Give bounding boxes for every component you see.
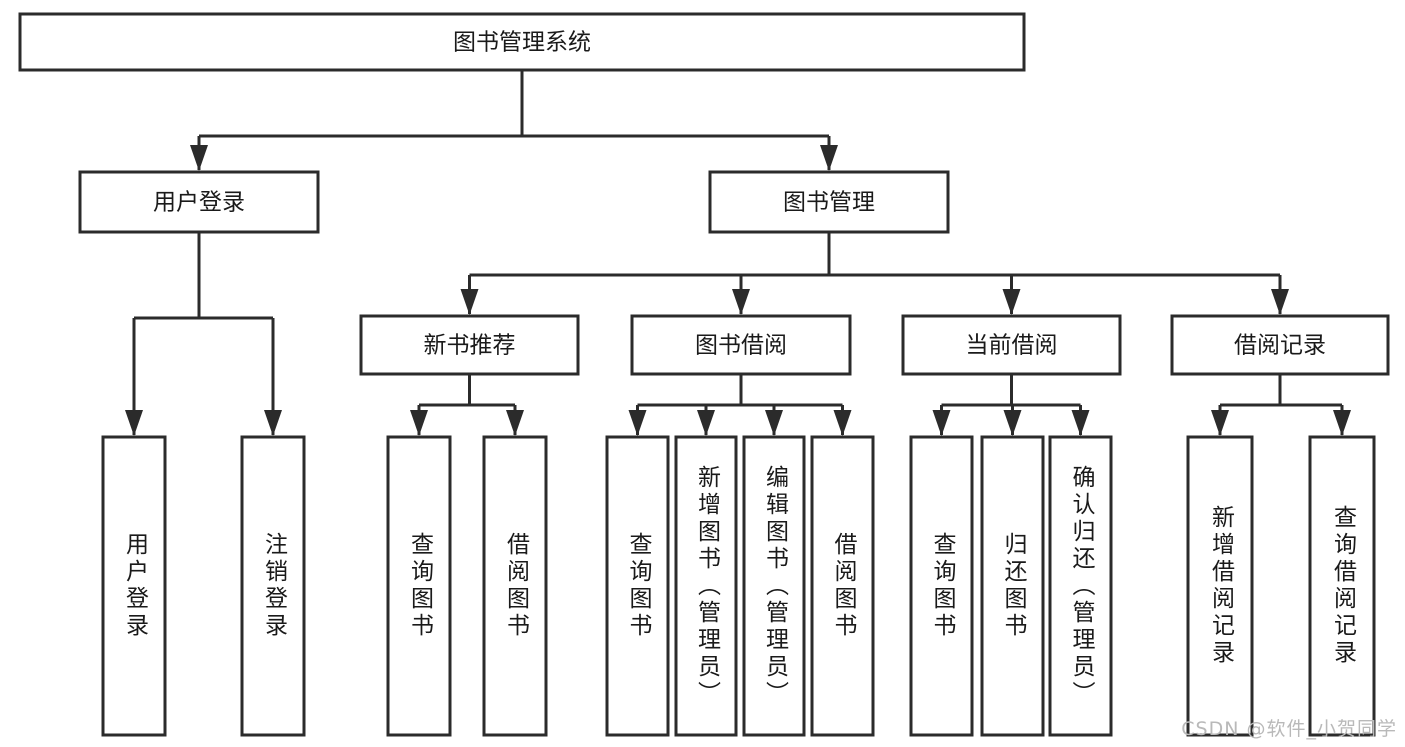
arrow-head-icon <box>765 410 783 436</box>
connector-lines <box>125 70 1351 436</box>
level2-node-box[interactable] <box>708 170 950 234</box>
arrow-head-icon <box>732 289 750 315</box>
leaf-node-box[interactable] <box>386 435 452 737</box>
leaf-node-box[interactable] <box>1186 435 1254 737</box>
node-boxes <box>18 12 1390 737</box>
arrow-head-icon <box>1333 410 1351 436</box>
level3-node-label: 借阅记录 <box>1234 333 1326 359</box>
root-node-box[interactable] <box>18 12 1026 72</box>
level3-node-box[interactable] <box>901 314 1122 376</box>
leaf-node-box[interactable] <box>101 435 167 737</box>
level3-node-label: 图书借阅 <box>695 333 787 359</box>
level2-node-label: 图书管理 <box>783 190 875 216</box>
leaf-node-box[interactable] <box>482 435 548 737</box>
arrow-head-icon <box>1211 410 1229 436</box>
arrow-head-icon <box>460 289 479 315</box>
leaf-node-box[interactable] <box>1308 435 1376 737</box>
arrow-head-icon <box>628 410 647 436</box>
arrow-head-icon <box>1271 289 1289 315</box>
arrow-head-icon <box>833 410 852 436</box>
arrow-head-icon <box>125 410 143 436</box>
arrow-head-icon <box>932 410 951 436</box>
level3-node-label: 新书推荐 <box>424 333 516 359</box>
arrow-head-icon <box>506 410 524 436</box>
level3-node-box[interactable] <box>359 314 580 376</box>
watermark-credit: CSDN @软件_小贺同学 <box>1181 718 1397 740</box>
level3-node-box[interactable] <box>630 314 852 376</box>
arrow-head-icon <box>820 145 838 171</box>
level3-node-label: 当前借阅 <box>966 333 1058 359</box>
leaf-node-box[interactable] <box>742 435 806 737</box>
root-node-label: 图书管理系统 <box>453 30 591 56</box>
leaf-node-box[interactable] <box>605 435 670 737</box>
leaf-node-box[interactable] <box>980 435 1045 737</box>
arrow-head-icon <box>190 145 208 171</box>
arrow-head-icon <box>697 410 715 436</box>
arrow-head-icon <box>1071 410 1090 436</box>
arrow-head-icon <box>264 410 282 436</box>
leaf-node-box[interactable] <box>909 435 974 737</box>
level2-node-label: 用户登录 <box>153 190 245 216</box>
leaf-node-box[interactable] <box>810 435 875 737</box>
leaf-node-box[interactable] <box>674 435 738 737</box>
arrow-head-icon <box>410 410 428 436</box>
leaf-node-box[interactable] <box>240 435 306 737</box>
leaf-node-box[interactable] <box>1048 435 1113 737</box>
arrow-head-icon <box>1002 289 1021 315</box>
level2-node-box[interactable] <box>78 170 320 234</box>
arrow-head-icon <box>1003 410 1022 436</box>
level3-node-box[interactable] <box>1170 314 1390 376</box>
